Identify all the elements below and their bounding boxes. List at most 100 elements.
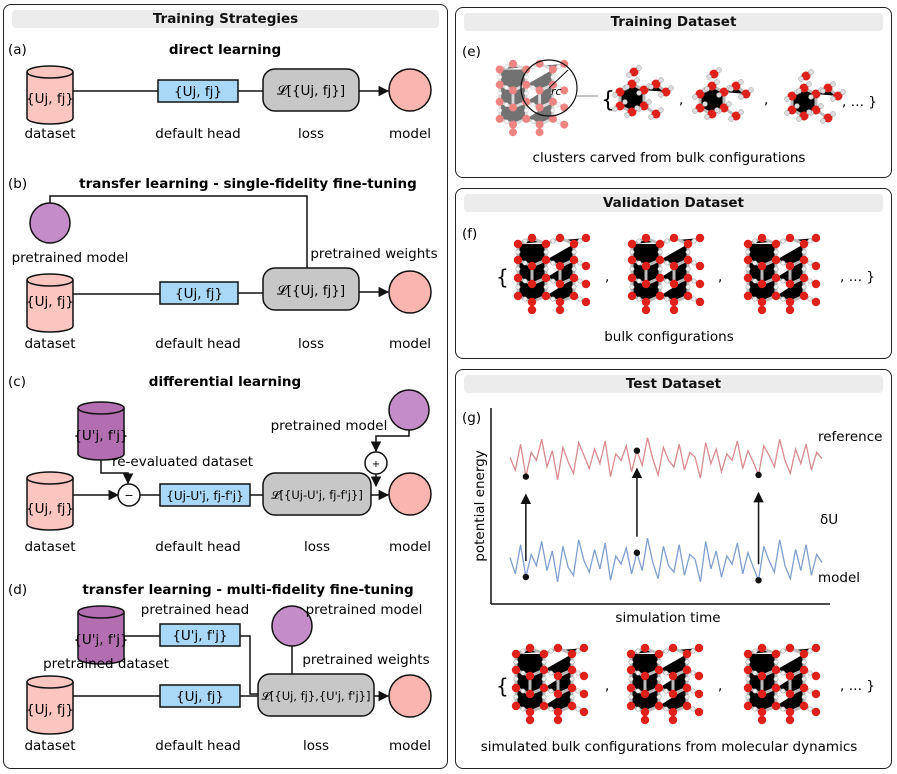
b-pretrained-model-circle — [29, 202, 71, 244]
b-head-caption: default head — [155, 336, 241, 352]
c-loss-box — [262, 472, 372, 516]
f-brace-close: , … } — [840, 269, 875, 285]
a-head-caption: default head — [155, 126, 241, 142]
e-tag: (e) — [462, 44, 481, 60]
g-brace-close: , … } — [840, 678, 875, 694]
e-rc-label: rc — [551, 85, 562, 98]
training-strategies-title: Training Strategies — [12, 10, 439, 28]
a-model-caption: model — [389, 126, 431, 142]
d-pre-in-label: {U'j, f'j} — [73, 632, 128, 648]
e-brace-close: , … } — [842, 94, 877, 110]
c-dataset-caption: dataset — [24, 539, 75, 555]
d-pretrained-weights-label: pretrained weights — [302, 652, 429, 668]
g-ylabel: potential energy — [472, 450, 488, 561]
c-reeval-label: re-evaluated dataset — [112, 454, 253, 470]
e-cutoff-circle — [520, 59, 578, 117]
d-model-caption: model — [389, 738, 431, 754]
b-dataset-label: {Uj, fj} — [26, 294, 74, 310]
d-pretrained-head — [159, 623, 241, 647]
b-dataset-caption: dataset — [24, 336, 75, 352]
g-reference-label: reference — [818, 429, 882, 445]
b-title: transfer learning - single-fidelity fine… — [79, 176, 417, 192]
c-head-label: {Uj-U'j, fj-f'j} — [166, 489, 244, 503]
d-pretrained-model-label: pretrained model — [306, 602, 423, 618]
e-caption: clusters carved from bulk configurations — [533, 150, 806, 166]
e-cluster-3 — [785, 70, 846, 124]
d-pretrained-head-label: pretrained head — [141, 602, 249, 618]
g-sep-1: , — [605, 678, 609, 694]
a-loss-label: 𝓛[{Uj, fj}] — [277, 83, 345, 99]
c-reeval-in-label: {U'j, f'j} — [73, 428, 128, 444]
b-pretrained-model-label: pretrained model — [12, 250, 129, 266]
d-dataset-label: {Uj, fj} — [26, 702, 74, 718]
c-pretrained-model-label: pretrained model — [271, 418, 388, 434]
c-minus-label: − — [124, 489, 133, 502]
model-marker-4 — [633, 549, 641, 556]
b-tag: (b) — [8, 176, 27, 192]
d-model-circle — [388, 674, 432, 718]
b-pretrained-weights-label: pretrained weights — [310, 246, 437, 262]
b-model-circle — [388, 270, 432, 314]
g-bulk-1 — [508, 642, 590, 726]
model-series-line — [509, 538, 823, 583]
b-model-caption: model — [389, 336, 431, 352]
d-title: transfer learning - multi-fidelity fine-… — [82, 582, 413, 598]
d-head-label: {Uj, fj} — [176, 689, 224, 705]
f-bulk-2 — [624, 232, 706, 316]
a-head-label: {Uj, fj} — [174, 84, 222, 100]
c-dataset-label: {Uj, fj} — [26, 501, 74, 517]
g-caption: simulated bulk configurations from molec… — [481, 739, 858, 755]
model-marker-5 — [755, 577, 762, 584]
f-bulk-1 — [510, 232, 592, 316]
c-title: differential learning — [149, 374, 301, 390]
e-brace-open: { — [601, 88, 615, 113]
c-loss-label: 𝓛[{Uj-U'j, fj-f'j}] — [271, 488, 363, 502]
f-caption: bulk configurations — [604, 329, 734, 345]
test-dataset-title: Test Dataset — [464, 375, 883, 393]
f-tag: (f) — [462, 226, 477, 242]
d-loss-caption: loss — [303, 738, 329, 754]
e-cluster-2 — [693, 68, 754, 122]
b-loss-label: 𝓛[{Uj, fj}] — [277, 283, 345, 299]
a-dataset-caption: dataset — [24, 126, 75, 142]
c-plus-label: + — [372, 459, 380, 470]
reference-series-line — [509, 437, 823, 480]
a-model-circle — [388, 68, 432, 112]
d-loss-box — [257, 673, 375, 717]
a-loss-caption: loss — [298, 126, 324, 142]
e-bulk-structure — [492, 58, 570, 138]
g-bulk-2 — [623, 642, 705, 726]
validation-dataset-title: Validation Dataset — [464, 194, 883, 212]
model-marker-3 — [522, 573, 530, 581]
c-model-circle — [388, 472, 432, 516]
g-tag: (g) — [462, 410, 481, 426]
g-model-label: model — [818, 570, 860, 586]
g-delta-label: δU — [820, 512, 838, 528]
b-loss-caption: loss — [298, 336, 324, 352]
b-loss-box — [262, 267, 360, 311]
c-pretrained-model-circle — [388, 389, 430, 431]
a-title: direct learning — [169, 42, 281, 58]
b-head-label: {Uj, fj} — [175, 286, 223, 302]
reference-marker-1 — [633, 447, 641, 454]
e-sep-2: , — [764, 92, 768, 108]
c-loss-caption: loss — [304, 539, 330, 555]
d-head-caption: default head — [155, 738, 241, 754]
d-pre-head-label: {U'j, f'j} — [172, 628, 227, 644]
e-cluster-1 — [613, 66, 674, 120]
d-tag: (d) — [8, 582, 27, 598]
f-sep-2: , — [718, 269, 722, 285]
reference-marker-0 — [522, 473, 530, 480]
e-sep-1: , — [679, 92, 683, 108]
g-xlabel: simulation time — [615, 610, 720, 626]
a-tag: (a) — [8, 42, 27, 58]
f-brace-open: { — [496, 265, 509, 289]
training-dataset-title: Training Dataset — [464, 13, 883, 31]
d-loss-label: 𝓛[{Uj, fj},{U'j, f'j}] — [262, 689, 371, 703]
f-bulk-3 — [740, 232, 822, 316]
c-tag: (c) — [8, 374, 26, 390]
g-brace-open: { — [496, 674, 509, 698]
c-head-caption: default head — [155, 539, 241, 555]
a-dataset-label: {Uj, fj} — [26, 91, 74, 107]
